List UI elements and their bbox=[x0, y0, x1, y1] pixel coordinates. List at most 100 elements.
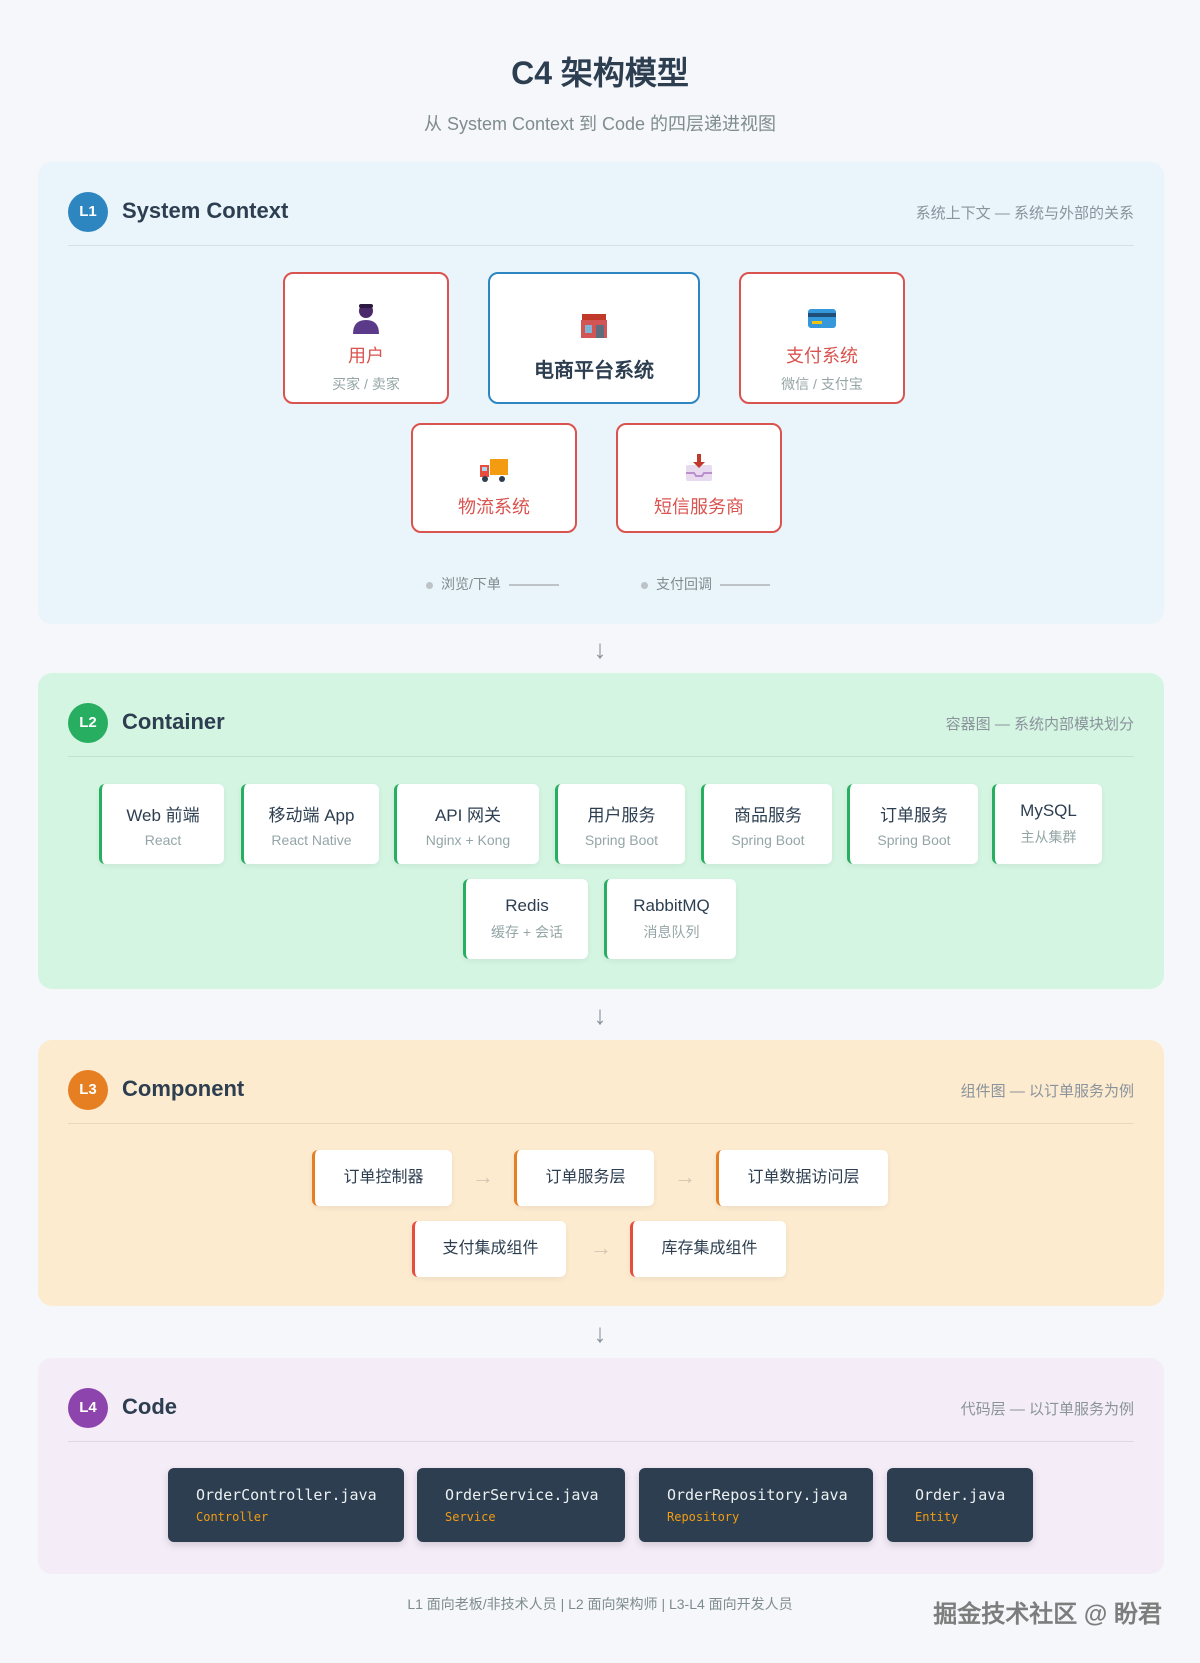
level-badge: L3 bbox=[68, 1070, 108, 1110]
level-badge: L1 bbox=[68, 192, 108, 232]
context-logistics-name: 物流系统 bbox=[458, 497, 530, 517]
header: C4 架构模型 从 System Context 到 Code 的四层递进视图 bbox=[0, 48, 1200, 136]
down-arrow-icon: ↓ bbox=[593, 634, 607, 664]
container-box: Web 前端 React bbox=[99, 784, 224, 864]
context-user-box: 用户 买家 / 卖家 bbox=[283, 272, 449, 404]
container-box: RabbitMQ 消息队列 bbox=[604, 879, 736, 959]
code-file-name: Order.java bbox=[915, 1486, 1006, 1504]
panel-code: L4 Code 代码层 — 以订单服务为例 OrderController.ja… bbox=[38, 1358, 1164, 1574]
component-box: 订单数据访问层 bbox=[716, 1150, 888, 1206]
context-platform-box: 电商平台系统 bbox=[488, 272, 700, 404]
legend-dot bbox=[641, 581, 648, 589]
container-tech: 消息队列 bbox=[643, 924, 700, 940]
container-name: 用户服务 bbox=[587, 806, 656, 825]
panel-title: Container bbox=[122, 709, 225, 734]
container-name: Web 前端 bbox=[126, 806, 200, 825]
component-box: 订单服务层 bbox=[514, 1150, 654, 1206]
container-name: API 网关 bbox=[434, 806, 502, 825]
watermark: 掘金技术社区 @ 盼君 bbox=[933, 1601, 1162, 1628]
component-box: 支付集成组件 bbox=[412, 1221, 566, 1277]
code-role: Controller bbox=[196, 1510, 269, 1524]
code-class-box: OrderService.java Service bbox=[417, 1468, 625, 1542]
context-sms-name: 短信服务商 bbox=[654, 497, 744, 517]
panel-component: L3 Component 组件图 — 以订单服务为例 订单控制器 → 订单服务层… bbox=[38, 1040, 1164, 1306]
code-role: Service bbox=[445, 1510, 496, 1524]
container-box: 用户服务 Spring Boot bbox=[555, 784, 685, 864]
component-box: 订单控制器 bbox=[312, 1150, 452, 1206]
legend-label: 浏览/下单 bbox=[441, 576, 501, 592]
panel-title: System Context bbox=[122, 198, 289, 223]
context-logistics-box: 物流系统 bbox=[411, 423, 577, 533]
container-name: Redis bbox=[505, 896, 549, 915]
context-user-name: 用户 bbox=[348, 346, 384, 366]
code-role: Repository bbox=[667, 1510, 740, 1524]
code-class-box: OrderController.java Controller bbox=[168, 1468, 404, 1542]
panel-system-context: L1 System Context 系统上下文 — 系统与外部的关系 用户 买家… bbox=[38, 162, 1164, 624]
panel-header: L3 Component 组件图 — 以订单服务为例 bbox=[68, 1070, 1134, 1124]
code-role: Entity bbox=[915, 1510, 959, 1524]
container-box: MySQL 主从集群 bbox=[992, 784, 1102, 864]
container-tech: 主从集群 bbox=[1020, 829, 1077, 845]
container-box: 移动端 App React Native bbox=[241, 784, 379, 864]
container-tech: Spring Boot bbox=[731, 832, 805, 848]
container-tech: Spring Boot bbox=[584, 832, 659, 848]
legend-line bbox=[508, 584, 559, 587]
context-payment-name: 支付系统 bbox=[786, 346, 858, 366]
panel-container: L2 Container 容器图 — 系统内部模块划分 Web 前端 React… bbox=[38, 673, 1164, 989]
legend-payment-callback: 支付回调 bbox=[641, 574, 770, 594]
page-title: C4 架构模型 bbox=[511, 55, 689, 91]
container-box: Redis 缓存 + 会话 bbox=[463, 879, 588, 959]
panel-header: L4 Code 代码层 — 以订单服务为例 bbox=[68, 1388, 1134, 1442]
right-arrow-icon: → bbox=[590, 1235, 612, 1260]
legend-dot bbox=[426, 581, 433, 589]
code-class-box: Order.java Entity bbox=[887, 1468, 1033, 1542]
container-box: 商品服务 Spring Boot bbox=[701, 784, 832, 864]
panel-header: L1 System Context 系统上下文 — 系统与外部的关系 bbox=[68, 192, 1134, 246]
container-name: 移动端 App bbox=[268, 806, 355, 825]
container-name: 商品服务 bbox=[734, 806, 802, 825]
right-arrow-icon: → bbox=[674, 1164, 696, 1189]
context-platform-name: 电商平台系统 bbox=[534, 360, 654, 382]
legend-browse-order: 浏览/下单 bbox=[426, 574, 559, 594]
context-sms-box: 短信服务商 bbox=[616, 423, 782, 533]
context-user-sub: 买家 / 卖家 bbox=[332, 376, 400, 392]
panel-title: Code bbox=[122, 1394, 177, 1419]
code-file-name: OrderController.java bbox=[196, 1486, 377, 1504]
context-payment-sub: 微信 / 支付宝 bbox=[781, 376, 863, 392]
inbox-icon bbox=[686, 454, 712, 481]
store-icon bbox=[581, 314, 607, 338]
container-name: RabbitMQ bbox=[633, 896, 710, 915]
container-tech: React bbox=[144, 832, 182, 848]
panel-description: 代码层 — 以订单服务为例 bbox=[960, 1401, 1134, 1418]
down-arrow-icon: ↓ bbox=[593, 1318, 607, 1348]
container-box: 订单服务 Spring Boot bbox=[847, 784, 978, 864]
truck-icon bbox=[480, 459, 508, 482]
component-box: 库存集成组件 bbox=[630, 1221, 786, 1277]
footer-note: L1 面向老板/非技术人员 | L2 面向架构师 | L3-L4 面向开发人员 bbox=[407, 1596, 793, 1612]
level-badge: L2 bbox=[68, 703, 108, 743]
credit-card-icon bbox=[808, 309, 836, 328]
right-arrow-icon: → bbox=[472, 1164, 494, 1189]
legend-label: 支付回调 bbox=[656, 576, 712, 592]
container-box: API 网关 Nginx + Kong bbox=[394, 784, 539, 864]
panel-title: Component bbox=[122, 1076, 245, 1101]
page-subtitle: 从 System Context 到 Code 的四层递进视图 bbox=[423, 114, 777, 134]
legend-line bbox=[720, 584, 770, 587]
down-arrow-icon: ↓ bbox=[593, 1000, 607, 1030]
panel-description: 组件图 — 以订单服务为例 bbox=[960, 1083, 1134, 1100]
container-tech: React Native bbox=[271, 832, 352, 848]
container-tech: Nginx + Kong bbox=[425, 832, 511, 848]
user-icon bbox=[353, 304, 379, 334]
container-tech: 缓存 + 会话 bbox=[491, 924, 563, 940]
context-payment-box: 支付系统 微信 / 支付宝 bbox=[739, 272, 905, 404]
container-name: 订单服务 bbox=[880, 806, 948, 825]
code-file-name: OrderRepository.java bbox=[667, 1486, 848, 1504]
level-badge: L4 bbox=[68, 1388, 108, 1428]
panel-description: 系统上下文 — 系统与外部的关系 bbox=[915, 205, 1134, 222]
container-tech: Spring Boot bbox=[877, 832, 951, 848]
panel-header: L2 Container 容器图 — 系统内部模块划分 bbox=[68, 703, 1134, 757]
code-file-name: OrderService.java bbox=[445, 1486, 599, 1504]
code-class-box: OrderRepository.java Repository bbox=[639, 1468, 873, 1542]
container-name: MySQL bbox=[1020, 801, 1077, 820]
panel-description: 容器图 — 系统内部模块划分 bbox=[945, 716, 1134, 733]
